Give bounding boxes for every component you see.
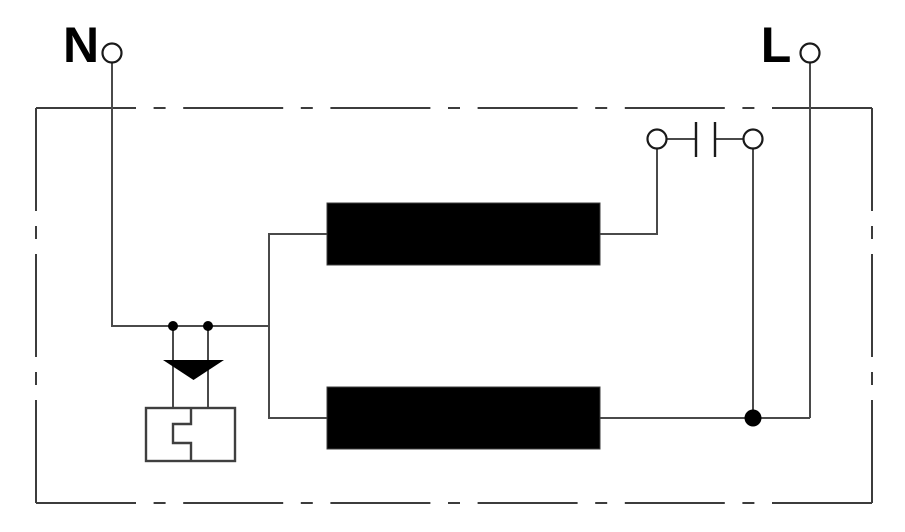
enclosure-boundary <box>35 107 873 504</box>
junction-dot-thermal-right <box>203 321 213 331</box>
element-left-bus-wire <box>268 233 327 419</box>
heating-elements <box>326 202 601 450</box>
thermal-cutout <box>144 406 237 463</box>
supply-terminals: N L <box>63 17 821 73</box>
wires <box>111 62 811 419</box>
thermal-cutout-step-divider <box>171 408 193 461</box>
junction-dots <box>168 321 762 427</box>
live-terminal-circle <box>799 42 821 64</box>
thermal-fuse-arrow <box>163 360 224 380</box>
capacitor <box>646 122 764 157</box>
capacitor-terminal-right-circle <box>742 128 764 150</box>
live-terminal-label: L <box>761 17 792 73</box>
capacitor-terminal-left-circle <box>646 128 668 150</box>
heating-element-upper <box>326 202 601 266</box>
neutral-terminal-label: N <box>63 17 99 73</box>
neutral-feed-wire <box>111 62 269 327</box>
junction-dot-thermal-left <box>168 321 178 331</box>
upper-element-to-capacitor-wire <box>600 149 658 235</box>
neutral-terminal-circle <box>101 42 123 64</box>
junction-dot-live-capacitor <box>744 409 762 427</box>
heating-element-lower <box>326 386 601 450</box>
